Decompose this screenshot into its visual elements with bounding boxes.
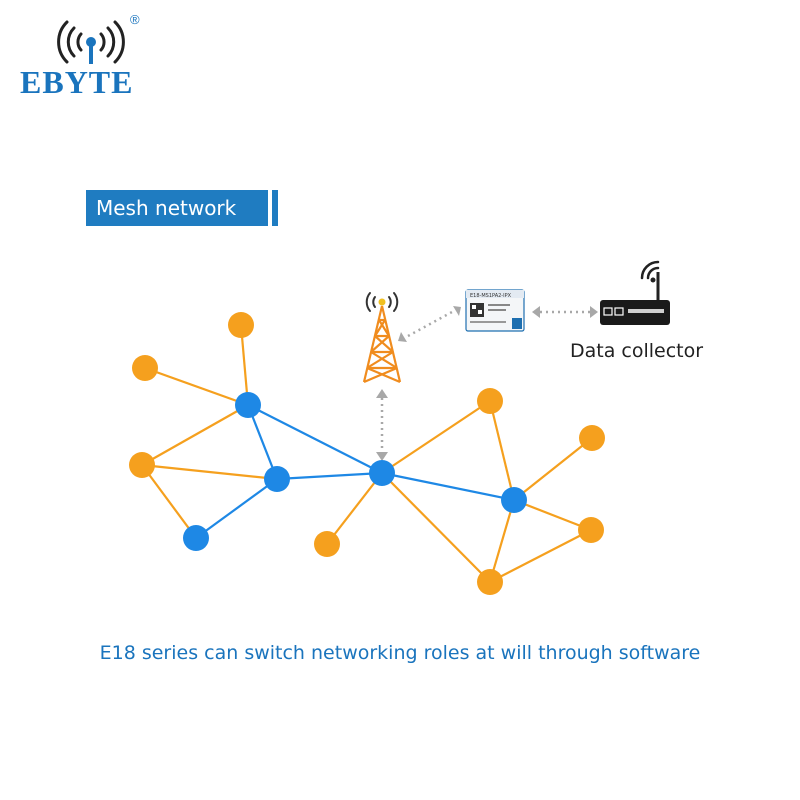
radio-tower-icon <box>362 292 402 384</box>
link <box>276 471 383 481</box>
router-node <box>501 487 527 513</box>
link <box>513 437 593 501</box>
link <box>141 404 249 466</box>
end-node <box>477 388 503 414</box>
arrow <box>532 306 540 318</box>
link <box>239 324 250 406</box>
link <box>381 472 491 583</box>
link <box>489 529 592 583</box>
end-node <box>578 517 604 543</box>
end-node <box>477 569 503 595</box>
link-arrows <box>376 306 598 461</box>
link <box>513 498 592 532</box>
end-nodes <box>129 312 605 595</box>
arrow <box>398 332 407 342</box>
registered-mark: ® <box>130 12 140 27</box>
end-node <box>579 425 605 451</box>
link <box>144 366 249 407</box>
link <box>246 404 279 480</box>
end-node <box>129 452 155 478</box>
dotted-link <box>407 310 453 338</box>
link <box>488 499 516 583</box>
router-node <box>183 525 209 551</box>
link <box>195 478 278 539</box>
link <box>326 472 383 545</box>
arrow <box>376 452 388 461</box>
arrow <box>590 306 598 318</box>
link <box>381 400 491 474</box>
link <box>247 404 383 474</box>
router-node <box>264 466 290 492</box>
router-nodes <box>183 392 527 551</box>
section-title: Mesh network <box>86 190 268 226</box>
end-node <box>314 531 340 557</box>
link <box>488 400 516 501</box>
router-node <box>235 392 261 418</box>
end-node <box>228 312 254 338</box>
data-collector-label: Data collector <box>570 340 704 362</box>
blue-links <box>195 404 515 539</box>
wireless-links <box>380 310 590 452</box>
arrow <box>453 306 461 316</box>
data-collector-icon <box>600 260 670 325</box>
brand-name: EBYTE <box>20 64 134 100</box>
link <box>141 464 197 539</box>
module-label: E18-MS1PA2-IPX <box>470 293 512 299</box>
ebyte-logo <box>18 12 168 102</box>
link <box>381 471 515 502</box>
diagram-caption: E18 series can switch networking roles a… <box>99 642 701 664</box>
link <box>141 463 278 481</box>
title-accent-bar <box>272 190 278 226</box>
wifi-signal-icon <box>57 20 125 64</box>
end-node <box>132 355 158 381</box>
coordinator-node <box>369 460 395 486</box>
orange-links <box>141 324 593 583</box>
arrow <box>376 389 388 398</box>
zigbee-module-icon: E18-MS1PA2-IPX <box>465 289 525 332</box>
